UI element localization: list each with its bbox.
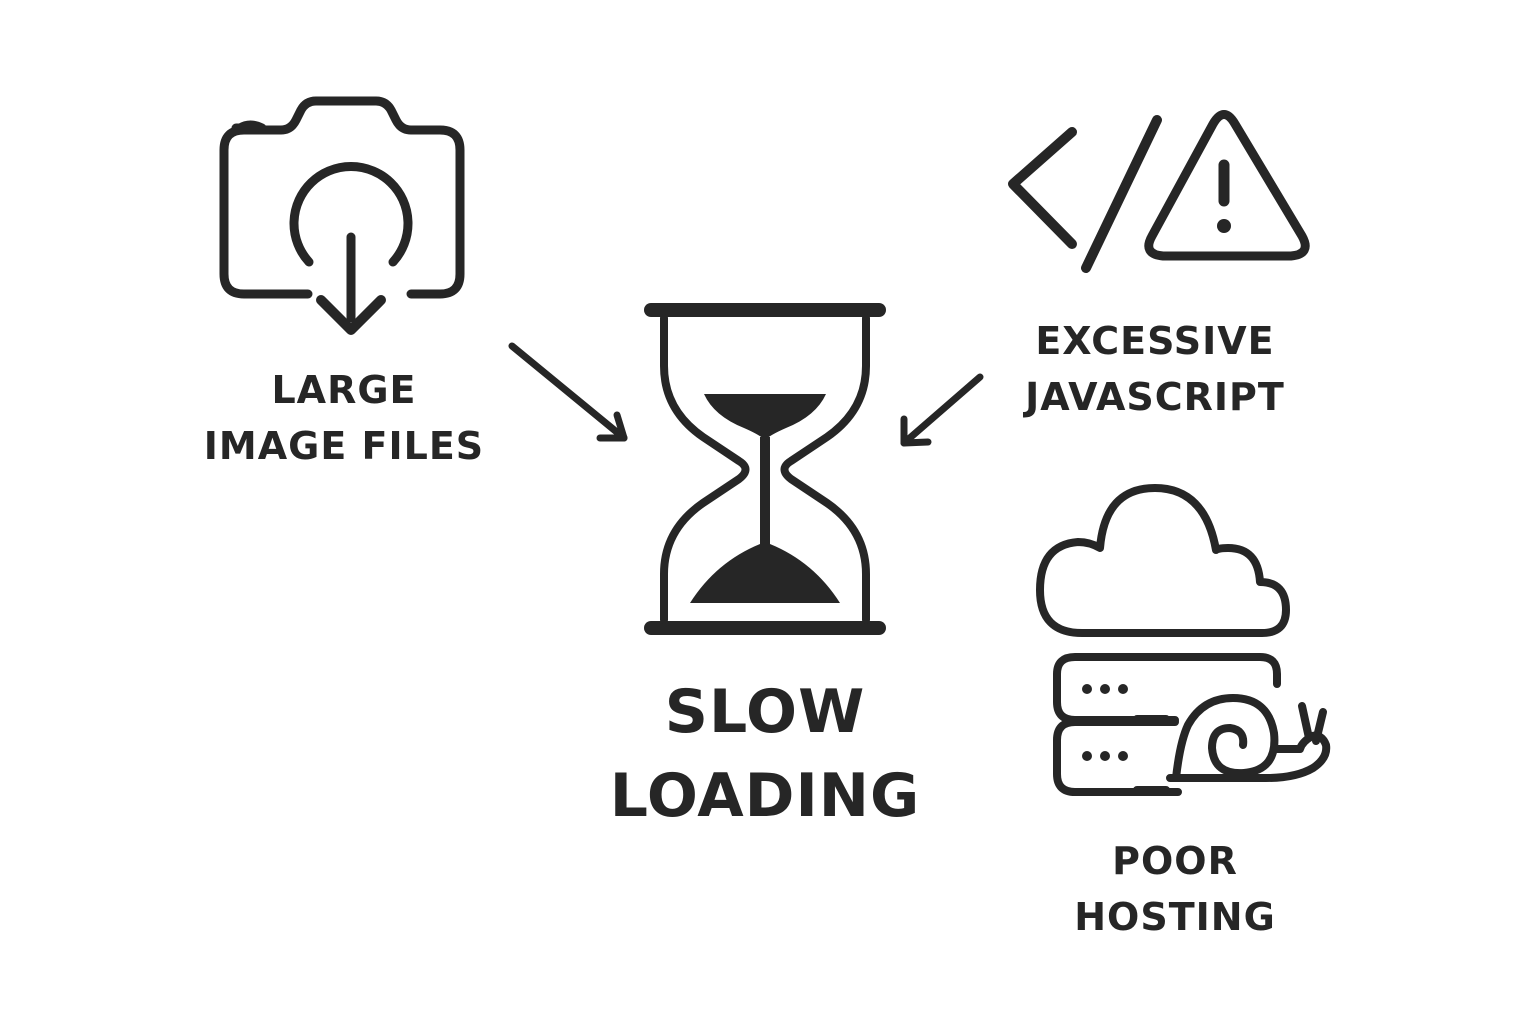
camera-download-icon (219, 96, 465, 335)
large-image-files-label: LARGE IMAGE FILES (164, 362, 524, 474)
cloud-server-snail-icon (1036, 484, 1331, 796)
arrow-left-down-icon (900, 373, 984, 447)
label-line: LOADING (609, 761, 921, 831)
code-warning-icon (1008, 110, 1310, 273)
label-line: HOSTING (1074, 895, 1276, 939)
hourglass-icon (644, 303, 886, 635)
label-line: SLOW (664, 677, 866, 747)
excessive-javascript-label: EXCESSIVE JAVASCRIPT (980, 313, 1330, 425)
label-line: LARGE (271, 368, 417, 412)
label-line: POOR (1112, 839, 1238, 883)
poor-hosting-label: POOR HOSTING (1010, 833, 1340, 945)
arrow-right-down-icon (508, 342, 628, 442)
slow-loading-label: SLOW LOADING (560, 670, 970, 838)
label-line: IMAGE FILES (203, 424, 485, 468)
label-line: EXCESSIVE (1035, 319, 1275, 363)
label-line: JAVASCRIPT (1025, 375, 1285, 419)
